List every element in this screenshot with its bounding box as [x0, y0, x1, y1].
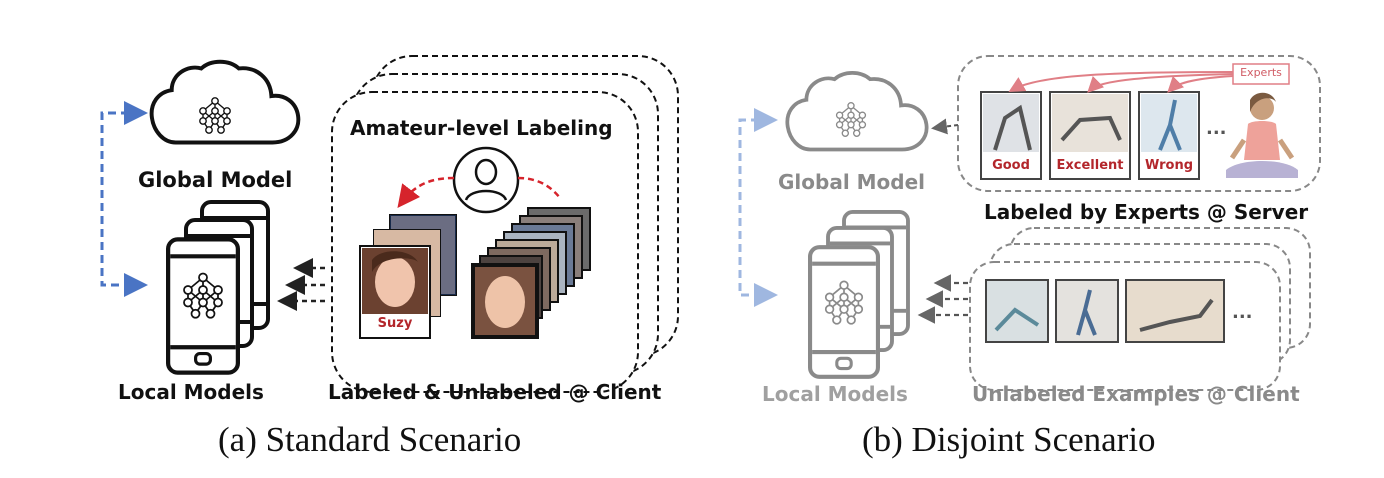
cloud-icon [149, 59, 301, 145]
caption-b: (b) Disjoint Scenario [862, 420, 1156, 459]
sync-arrow-b [738, 108, 778, 307]
caption-a: (a) Standard Scenario [218, 420, 522, 459]
yoga-expert-icon [1226, 92, 1298, 178]
phone-icon [168, 200, 270, 373]
phone-icon [810, 210, 910, 377]
labeling-arrow [397, 176, 561, 208]
client-label-a: Labeled & Unlabeled @ Client [328, 380, 662, 404]
expert-label-arrows [1008, 71, 1234, 93]
local-models-label-b: Local Models [762, 382, 908, 406]
global-model-label-b: Global Model [778, 170, 926, 194]
client-box-title: Amateur-level Labeling [350, 116, 613, 140]
pose-photo-icon [985, 279, 1225, 343]
client-ellipsis: ... [1232, 302, 1253, 323]
pose-photo-icon [980, 91, 1200, 180]
global-model-label-a: Global Model [138, 168, 293, 192]
server-label: Labeled by Experts @ Server [984, 200, 1309, 224]
pose-label-wrong: Wrong [1144, 158, 1193, 173]
person-icon [452, 146, 520, 214]
client-box-stack [331, 55, 679, 393]
server-to-global-arrow [931, 118, 959, 135]
pose-label-excellent: Excellent [1056, 158, 1124, 173]
pose-label-good: Good [992, 158, 1030, 173]
experts-tag-label: Experts [1240, 66, 1282, 79]
face-tag: Suzy [377, 316, 413, 331]
server-ellipsis: ... [1206, 118, 1227, 139]
client-to-local-arrows-b [917, 274, 968, 324]
local-models-label-a: Local Models [118, 380, 264, 404]
client-label-b: Unlabeled Examples @ Client [972, 382, 1300, 406]
client-to-local-arrows [277, 258, 325, 311]
sync-arrow-a [100, 101, 148, 297]
unlabeled-photo-stack [471, 207, 591, 339]
face-photo-icon [359, 214, 457, 339]
